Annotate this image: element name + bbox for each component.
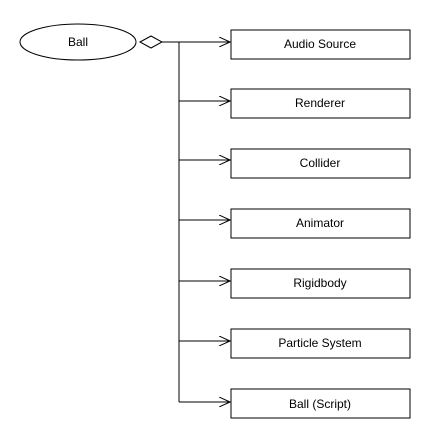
component-node-audio-source: Audio Source	[179, 29, 411, 60]
component-label: Audio Source	[284, 37, 356, 51]
root-node-ball: Ball	[19, 23, 137, 61]
component-label: Particle System	[278, 336, 361, 350]
component-box	[230, 208, 411, 239]
component-node-animator: Animator	[179, 208, 411, 239]
aggregation-diamond	[138, 35, 164, 49]
root-ellipse	[19, 23, 137, 61]
component-node-particle-system: Particle System	[179, 328, 411, 359]
component-node-collider: Collider	[179, 148, 411, 179]
component-box	[230, 148, 411, 179]
root-label: Ball	[68, 35, 88, 49]
component-box	[230, 388, 411, 419]
component-label: Animator	[296, 216, 344, 230]
component-box	[230, 88, 411, 119]
component-node-rigidbody: Rigidbody	[179, 268, 411, 299]
component-box	[230, 328, 411, 359]
component-label: Renderer	[295, 96, 345, 110]
component-label: Ball (Script)	[289, 397, 351, 411]
component-label: Collider	[300, 156, 341, 170]
component-node-renderer: Renderer	[179, 88, 411, 119]
component-label: Rigidbody	[293, 276, 346, 290]
component-box	[230, 29, 411, 60]
component-node-ball-script: Ball (Script)	[179, 388, 411, 419]
component-box	[230, 268, 411, 299]
